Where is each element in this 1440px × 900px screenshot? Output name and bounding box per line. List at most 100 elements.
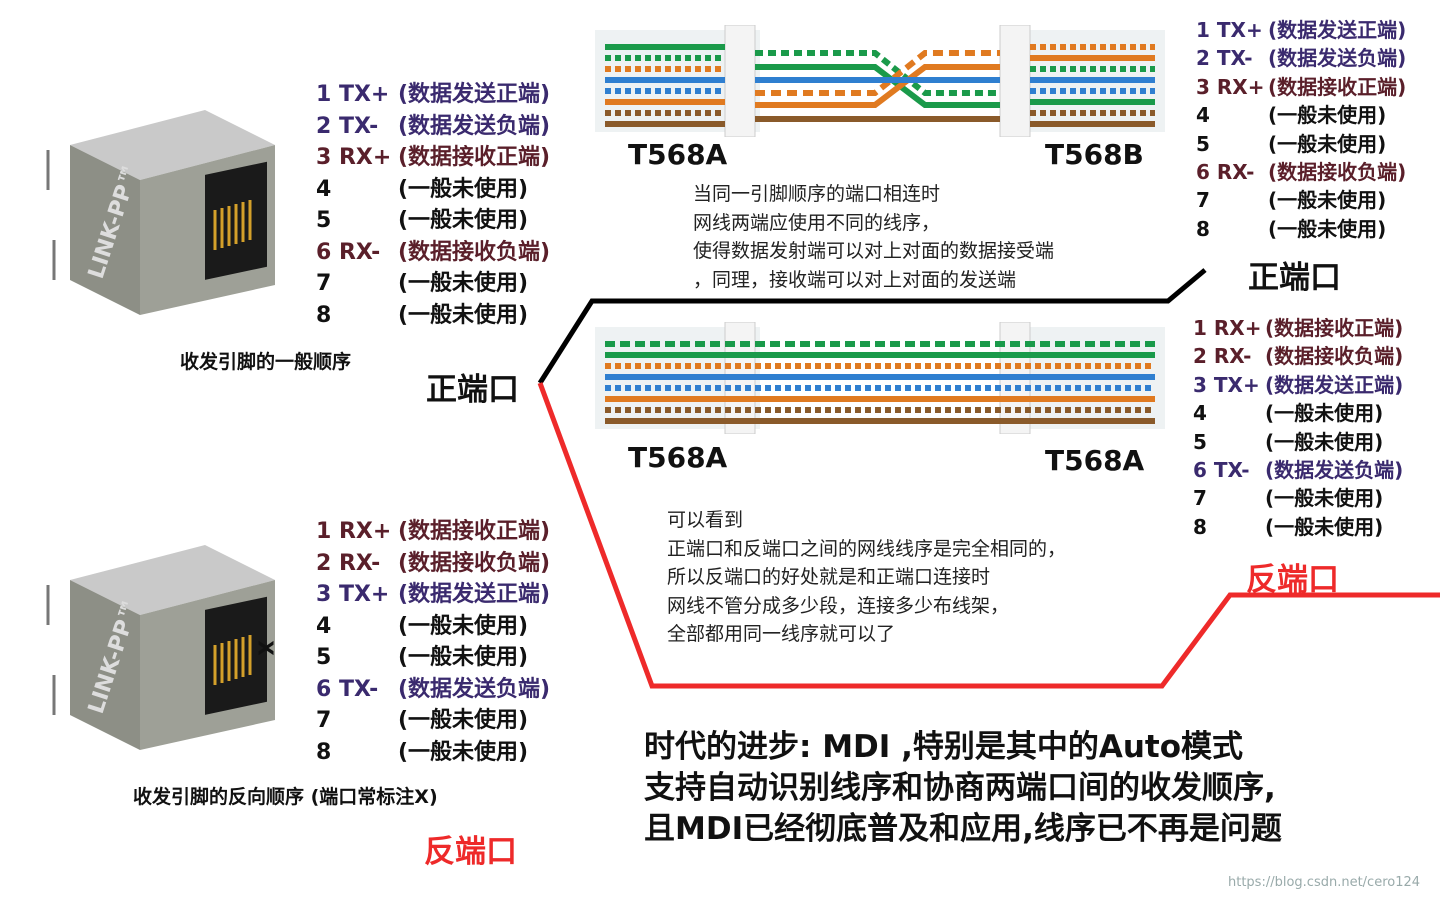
pin-description: (一般未使用) [1268,216,1387,241]
pin-number: 3 RX+ [1196,74,1265,99]
pin-number: 7 [1193,486,1207,511]
caption-normal-order: 收发引脚的一般顺序 [180,351,352,373]
note-line: ，同理，接收端可以对上对面的发送端 [693,268,1017,291]
pin-row: 4 (一般未使用) [1193,399,1383,427]
pin-row: 3 TX+ (数据发送正端) [316,579,550,611]
pin-row: 7(一般未使用) [1193,484,1383,512]
pin-description: (一般未使用) [398,208,529,233]
pin-row: 8(一般未使用) [1196,215,1386,243]
pin-row: 6 TX-(数据发送负端) [316,674,550,706]
pin-number: 5 [1196,131,1210,156]
pin-number: 5 [316,208,332,233]
pin-number: 3 RX+ [316,145,392,170]
pin-number: 8 [1193,514,1207,539]
cable-image-straight [595,322,1165,434]
pin-row: 4 (一般未使用) [316,174,528,206]
pin-description: (一般未使用) [398,176,529,202]
pin-description: (数据接收负端) [1265,344,1404,369]
pin-description: (一般未使用) [1265,401,1384,426]
note-line: 网线两端应使用不同的线序， [693,211,941,234]
cable1-left-label: T568A [628,138,728,171]
pin-row: 6 TX-(数据发送负端) [1193,456,1403,484]
pin-description: (数据发送正端) [398,582,551,607]
pin-number: 7 [316,708,332,733]
pin-description: (一般未使用) [1265,429,1384,454]
cable-image-crossover [595,25,1165,137]
pin-row: 1 TX+ (数据发送正端) [316,79,550,111]
pin-row: 5(一般未使用) [316,642,528,674]
pin-row: 2 RX- (数据接收负端) [1193,342,1403,370]
pin-number: 6 TX- [1193,457,1250,482]
pin-row: 1 RX+(数据接收正端) [1193,314,1403,342]
pin-description: (一般未使用) [1268,131,1387,156]
reverse-port-label-right: 反端口 [1246,562,1339,598]
pin-list-mid-right: 1 RX+(数据接收正端)2 RX- (数据接收负端)3 TX+(数据发送正端)4… [1193,314,1403,541]
pin-row: 4 (一般未使用) [1196,101,1386,129]
pin-row: 6 RX- (数据接收负端) [1196,158,1406,186]
pin-row: 3 TX+(数据发送正端) [1193,371,1403,399]
note-line: 全部都用同一线序就可以了 [667,623,896,645]
pin-number: 2 RX- [316,550,381,576]
pin-description: (一般未使用) [398,613,529,639]
pin-number: 2 TX- [1196,46,1253,71]
pin-number: 2 TX- [316,113,379,139]
pin-list-normal: 1 TX+(数据发送正端)2 TX-(数据发送负端)3 RX+(数据接收正端)4… [316,79,550,332]
pin-number: 4 [316,176,332,202]
conclusion-line: 且MDI已经彻底普及和应用,线序已不再是问题 [644,811,1282,847]
pin-number: 4 [1196,103,1210,128]
pin-description: (一般未使用) [398,739,529,765]
pin-description: (一般未使用) [1268,103,1387,128]
pin-number: 2 RX- [1193,344,1252,369]
pin-description: (数据接收负端) [398,550,551,576]
reverse-port-label-bottom: 反端口 [424,834,517,870]
note-crossover: 当同一引脚顺序的端口相连时网线两端应使用不同的线序，使得数据发射端可以对上对面的… [693,180,1054,294]
pin-row: 6 RX-(数据接收负端) [316,237,550,269]
cable2-left-label: T568A [628,441,728,474]
conclusion-line: 支持自动识别线序和协商两端口间的收发顺序, [644,770,1276,806]
pin-number: 3 TX+ [316,582,390,607]
conclusion-text: 时代的进步: MDI ,特别是其中的Auto模式支持自动识别线序和协商两端口间的… [644,727,1282,850]
pin-row: 8(一般未使用) [316,300,528,332]
pin-row: 3 RX+(数据接收正端) [1196,73,1406,101]
note-line: 网线不管分成多少段，连接多少布线架， [667,594,1010,617]
pin-row: 3 RX+(数据接收正端) [316,142,550,174]
pin-description: (一般未使用) [398,302,529,328]
pin-number: 6 RX- [316,239,381,265]
pin-number: 7 [1196,188,1210,213]
pin-row: 7(一般未使用) [316,705,528,737]
pin-description: (数据接收正端) [1268,74,1407,99]
pin-row: 2 TX-(数据发送负端) [1196,44,1406,72]
pin-description: (一般未使用) [1265,514,1384,539]
pin-row: 5 (一般未使用) [316,205,528,237]
pin-number: 6 RX- [1196,159,1255,184]
cable1-right-label: T568B [1045,138,1144,171]
pin-description: (一般未使用) [398,645,529,670]
pin-description: (数据发送正端) [1265,372,1404,397]
pin-row: 4(一般未使用) [316,611,528,643]
pin-description: (数据接收负端) [1268,159,1407,184]
caption-reverse-order: 收发引脚的反向顺序 (端口常标注X) [133,786,438,808]
positive-port-label-left: 正端口 [426,372,519,408]
pin-description: (数据接收正端) [398,145,551,170]
pin-number: 4 [1193,401,1207,426]
pin-number: 1 TX+ [316,82,390,107]
pin-list-reverse: 1 RX+(数据接收正端)2 RX-(数据接收负端)3 TX+(数据发送正端)4… [316,516,550,768]
pin-list-top-right: 1 TX+(数据发送正端)2 TX-(数据发送负端)3 RX+(数据接收正端)4… [1196,16,1406,243]
note-line: 使得数据发射端可以对上对面的数据接受端 [693,240,1055,262]
positive-port-line [537,268,1207,385]
pin-description: (数据发送正端) [1268,18,1407,42]
pin-row: 5 (一般未使用) [1196,130,1386,158]
pin-description: (数据发送正端) [398,82,551,107]
pin-description: (数据接收正端) [1265,316,1404,340]
pin-description: (数据接收正端) [398,519,551,544]
pin-description: (一般未使用) [398,271,529,296]
pin-row: 7(一般未使用) [316,268,528,300]
note-line: 所以反端口的好处就是和正端口连接时 [667,566,991,588]
pin-description: (数据发送负端) [398,113,551,139]
pin-row: 7(一般未使用) [1196,186,1386,214]
pin-number: 8 [316,739,332,765]
rj45-jack-image-top: LINK-PP™ [46,110,275,315]
positive-port-label-right: 正端口 [1248,260,1341,296]
pin-row: 8 (一般未使用) [1193,513,1383,541]
